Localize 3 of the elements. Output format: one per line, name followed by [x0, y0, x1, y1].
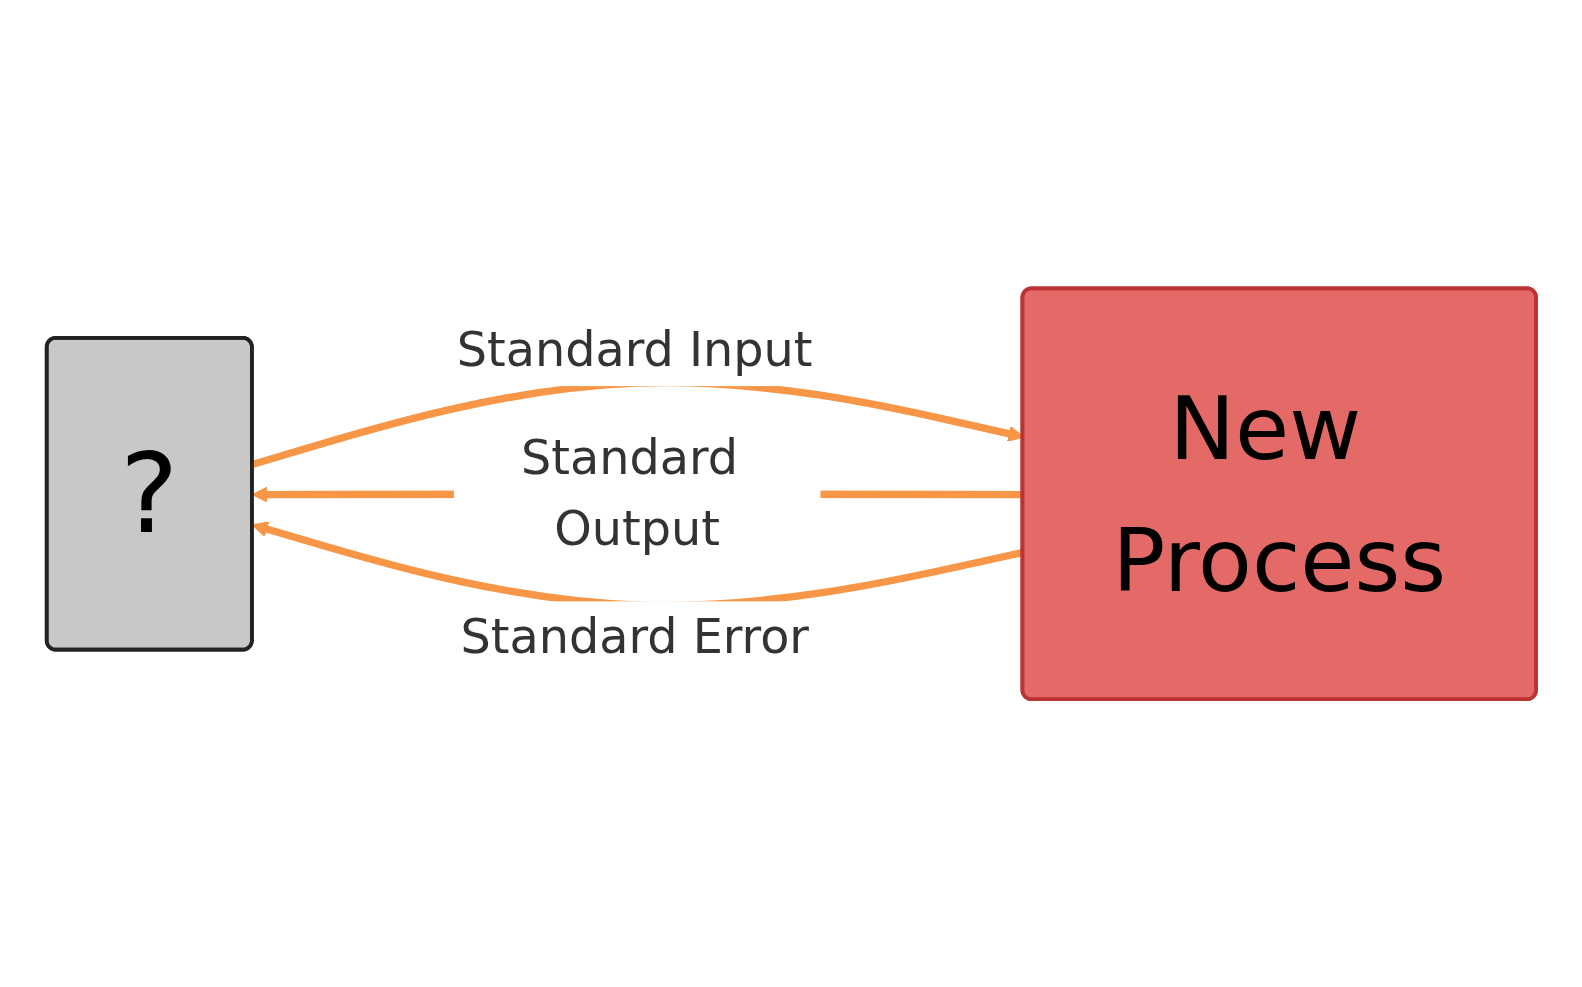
edge-label: Standard Input: [456, 321, 813, 377]
edge-label: Standard Error: [460, 608, 809, 664]
edge-label: Standard Output: [520, 429, 738, 556]
